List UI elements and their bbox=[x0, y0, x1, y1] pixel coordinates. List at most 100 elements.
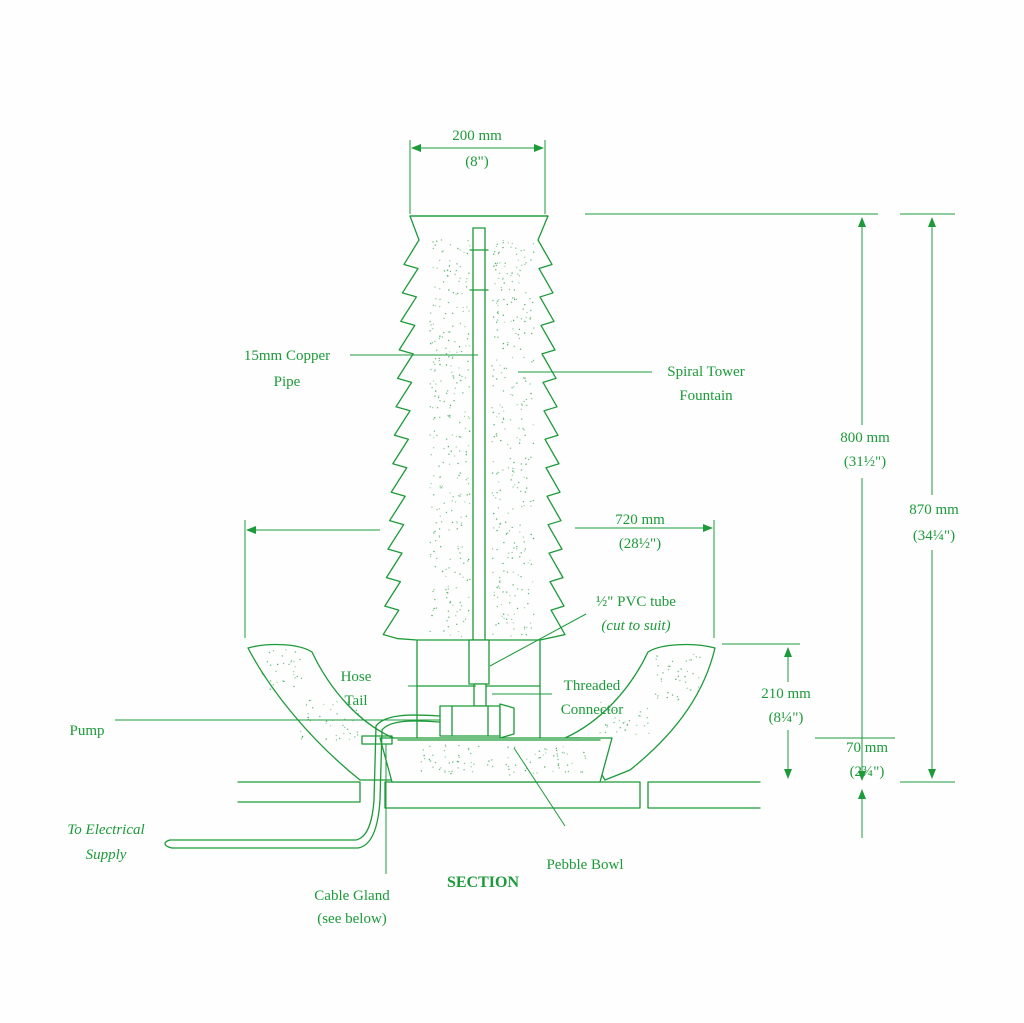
stipple-dot bbox=[492, 385, 494, 387]
stipple-dot bbox=[534, 753, 536, 756]
stipple-dot bbox=[272, 650, 275, 652]
stipple-dot bbox=[523, 550, 526, 552]
stipple-dot bbox=[566, 764, 569, 766]
stipple-dot bbox=[454, 341, 456, 343]
stipple-dot bbox=[467, 748, 470, 750]
label-threaded-2: Connector bbox=[561, 702, 623, 718]
stipple-dot bbox=[432, 241, 434, 243]
stipple-dot bbox=[614, 717, 616, 719]
stipple-dot bbox=[460, 350, 463, 353]
stipple-dot bbox=[436, 349, 438, 351]
stipple-dot bbox=[492, 494, 495, 497]
label-copper-pipe-1: 15mm Copper bbox=[244, 348, 330, 364]
stipple-dot bbox=[500, 522, 502, 525]
stipple-dot bbox=[495, 624, 497, 626]
stipple-dot bbox=[530, 563, 533, 565]
stipple-dot bbox=[332, 704, 334, 706]
stipple-dot bbox=[459, 450, 461, 452]
stipple-dot bbox=[692, 673, 694, 675]
stipple-dot bbox=[498, 576, 501, 579]
stipple-dot bbox=[498, 526, 500, 528]
label-total-height-mm: 870 mm bbox=[909, 502, 959, 518]
stipple-dot bbox=[511, 356, 514, 359]
stipple-dot bbox=[467, 360, 469, 363]
stipple-dot bbox=[531, 361, 533, 363]
stipple-dot bbox=[469, 578, 471, 580]
stipple-dot bbox=[323, 703, 325, 706]
stipple-dot bbox=[497, 336, 499, 338]
stipple-dot bbox=[355, 709, 358, 712]
stipple-dot bbox=[502, 242, 504, 244]
stipple-dot bbox=[441, 485, 444, 487]
stipple-dot bbox=[520, 575, 522, 578]
stipple-dot bbox=[524, 769, 527, 772]
stipple-dot bbox=[420, 770, 422, 772]
stipple-dot bbox=[448, 463, 451, 465]
stipple-dot bbox=[686, 670, 688, 673]
dim-tower-height bbox=[585, 213, 878, 838]
stipple-dot bbox=[432, 328, 434, 330]
stipple-dot bbox=[433, 532, 435, 534]
stipple-dot bbox=[513, 771, 515, 773]
stipple-dot bbox=[516, 607, 519, 610]
label-electrical-1: To Electrical bbox=[67, 822, 144, 838]
stipple-dot bbox=[283, 680, 285, 683]
stipple-dot bbox=[463, 562, 465, 564]
stipple-dot bbox=[464, 618, 467, 620]
stipple-dot bbox=[603, 712, 605, 714]
stipple-dot bbox=[646, 707, 649, 710]
stipple-dot bbox=[436, 508, 438, 511]
label-cable-gland-2: (see below) bbox=[317, 911, 387, 927]
stipple-dot bbox=[431, 506, 433, 508]
stipple-dot bbox=[509, 419, 512, 421]
stipple-dot bbox=[456, 306, 458, 309]
stipple-dot bbox=[523, 476, 525, 478]
stipple-dot bbox=[507, 556, 509, 559]
stipple-dot bbox=[439, 515, 441, 517]
stipple-dot bbox=[656, 674, 659, 676]
stipple-dot bbox=[434, 566, 436, 568]
stipple-dot bbox=[438, 768, 441, 771]
stipple-dot bbox=[457, 292, 459, 295]
stipple-dot bbox=[308, 699, 311, 702]
stipple-dot bbox=[530, 456, 532, 459]
stipple-dot bbox=[441, 251, 443, 253]
stipple-dot bbox=[478, 745, 480, 748]
stipple-dot bbox=[438, 357, 440, 360]
stipple-dot bbox=[519, 524, 521, 526]
stipple-dot bbox=[457, 247, 459, 250]
stipple-dot bbox=[434, 340, 436, 343]
stipple-dot bbox=[458, 744, 460, 747]
stipple-dot bbox=[562, 746, 564, 748]
stipple-dot bbox=[496, 435, 498, 437]
stipple-dot bbox=[520, 318, 523, 320]
stipple-dot bbox=[662, 672, 664, 674]
stipple-dot bbox=[492, 316, 495, 318]
stipple-dot bbox=[459, 609, 461, 611]
label-bowl-height-mm: 210 mm bbox=[761, 686, 811, 702]
stipple-dot bbox=[429, 320, 431, 323]
stipple-dot bbox=[291, 659, 293, 662]
stipple-dot bbox=[520, 463, 523, 465]
stipple-dot bbox=[459, 322, 462, 325]
stipple-dot bbox=[583, 751, 585, 754]
stipple-dot bbox=[445, 575, 447, 578]
stipple-dot bbox=[434, 363, 436, 365]
stipple-dot bbox=[439, 476, 441, 478]
stipple-dot bbox=[356, 731, 359, 733]
stipple-dot bbox=[455, 587, 458, 589]
stipple-dot bbox=[292, 673, 295, 676]
stipple-dot bbox=[519, 556, 521, 558]
stipple-dot bbox=[469, 245, 471, 247]
stipple-dot bbox=[432, 609, 434, 612]
stipple-dot bbox=[438, 528, 441, 530]
stipple-dot bbox=[523, 562, 525, 565]
stipple-dot bbox=[498, 481, 500, 483]
stipple-dot bbox=[453, 455, 456, 457]
stipple-dot bbox=[511, 526, 513, 529]
stipple-dot bbox=[446, 269, 449, 271]
stipple-dot bbox=[526, 758, 528, 760]
stipple-dot bbox=[307, 718, 309, 721]
stipple-dot bbox=[511, 394, 514, 396]
stipple-dot bbox=[451, 371, 453, 373]
